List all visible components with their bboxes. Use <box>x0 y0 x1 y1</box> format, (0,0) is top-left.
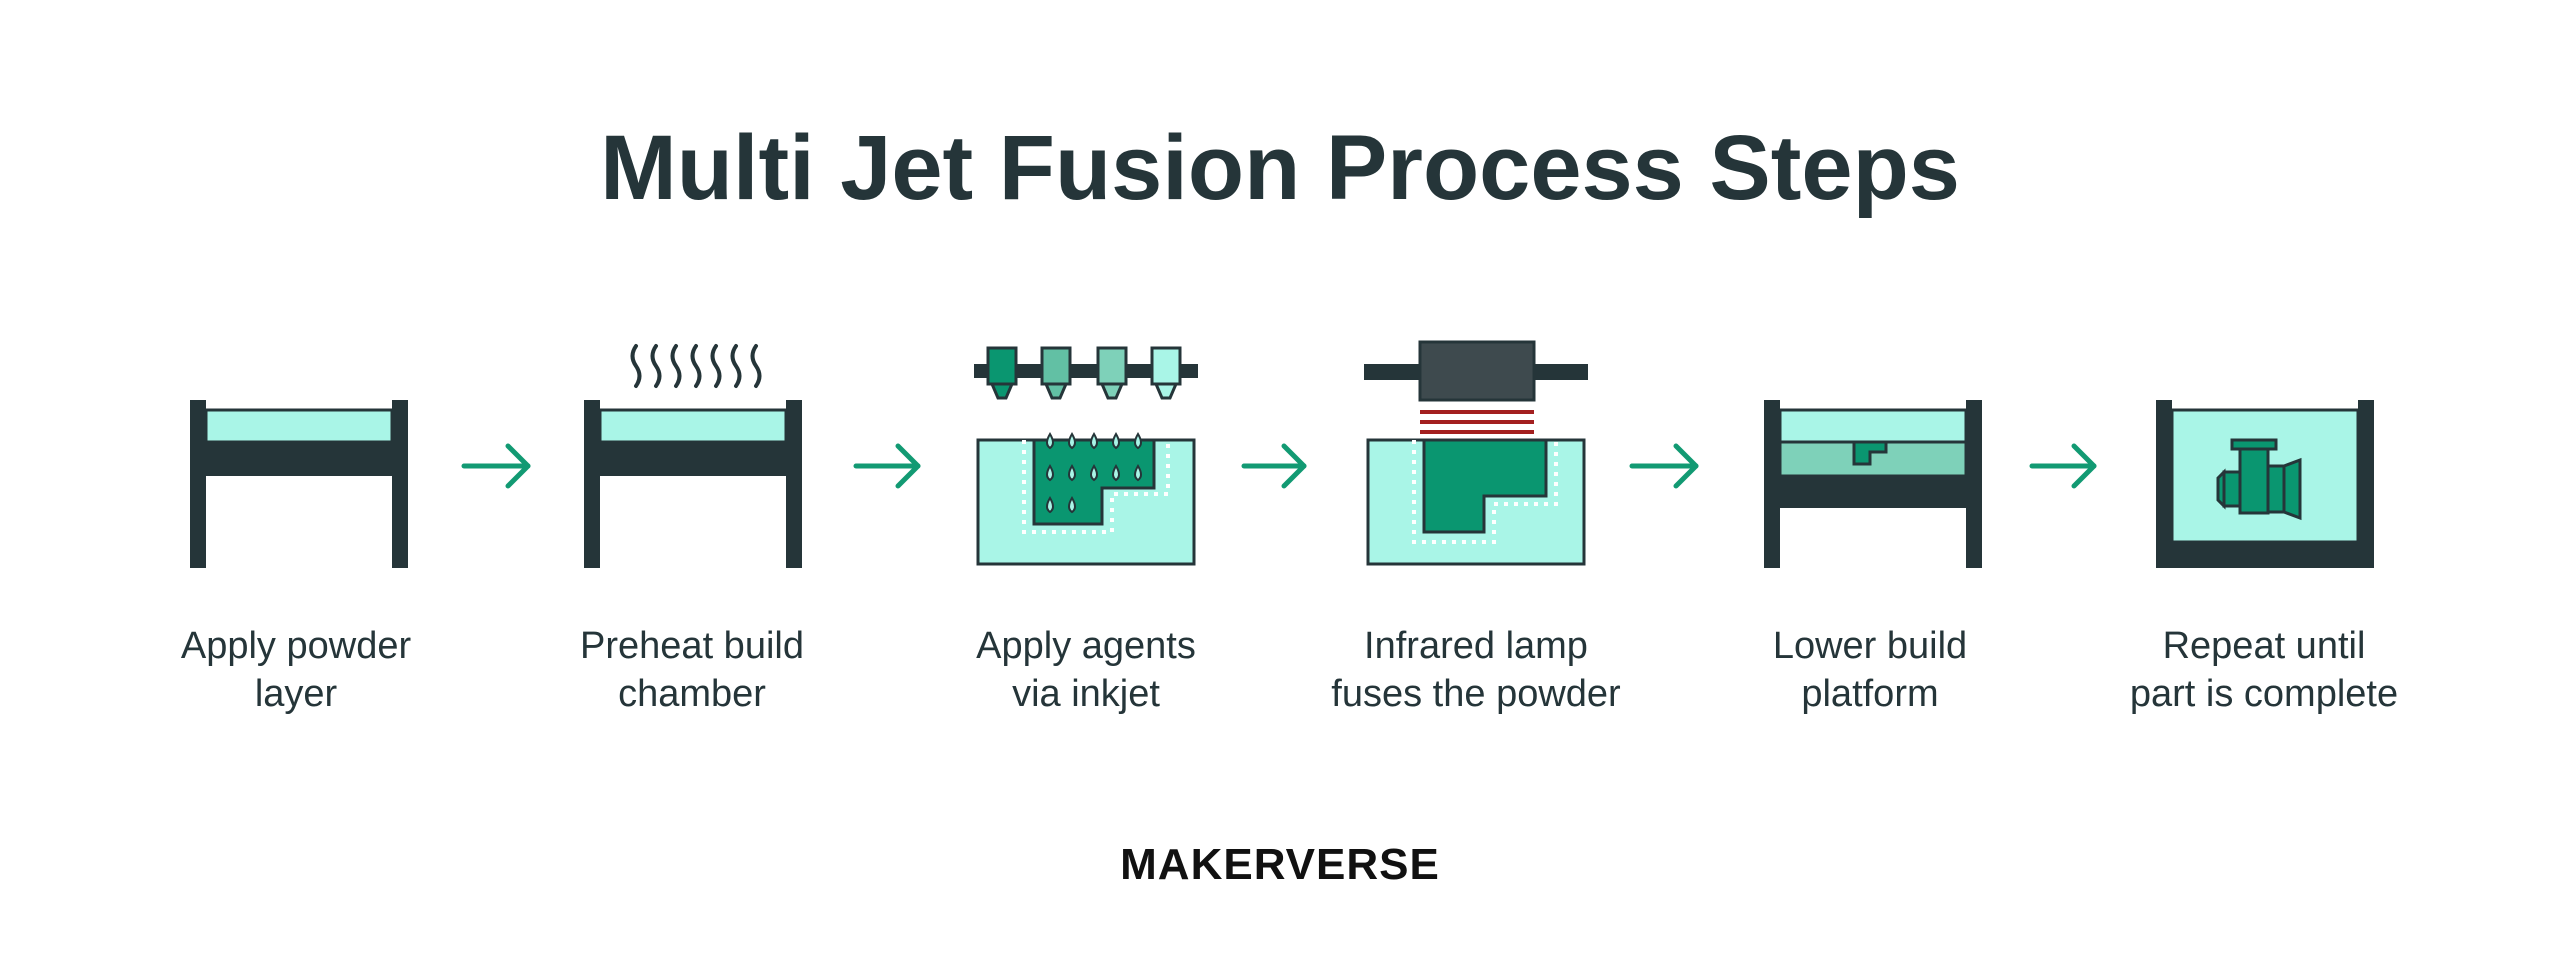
step-label-line: Preheat build <box>580 625 804 667</box>
step-label-line: Repeat until <box>2162 625 2366 667</box>
heated-bed-icon <box>584 344 802 568</box>
step-label-line: Apply powder <box>180 625 412 667</box>
step-label-line: via inkjet <box>1012 673 1160 715</box>
step-label-line: part is complete <box>2129 673 2399 715</box>
arrow-icon <box>1629 443 1699 489</box>
brand-logo: MAKERVERSE <box>1120 840 1440 889</box>
arrow-icon <box>853 443 921 489</box>
step-label-preheat: Preheat build chamber <box>522 622 862 718</box>
arrow-icon <box>1241 443 1307 489</box>
finished-part-icon <box>2156 400 2374 568</box>
step-label-line: Apply agents <box>976 625 1196 667</box>
infrared-lamp-icon <box>1364 340 1588 566</box>
step-label-line: layer <box>254 673 338 715</box>
arrow-icon <box>2029 443 2097 489</box>
step-label-line: platform <box>1801 673 1939 715</box>
inkjet-printhead-icon <box>974 346 1198 566</box>
step-label-line: Lower build <box>1772 625 1968 667</box>
lowered-platform-icon <box>1764 400 1982 568</box>
step-label-line: chamber <box>618 673 766 715</box>
step-label-apply-agents: Apply agents via inkjet <box>916 622 1256 718</box>
step-label-apply-powder: Apply powder layer <box>126 622 466 718</box>
powder-bed-icon <box>190 400 408 568</box>
page-title: Multi Jet Fusion Process Steps <box>600 117 1960 219</box>
step-label-line: Infrared lamp <box>1364 625 1588 667</box>
step-label-repeat: Repeat until part is complete <box>2094 622 2434 718</box>
step-label-line: fuses the powder <box>1331 673 1621 715</box>
step-label-infrared-lamp: Infrared lamp fuses the powder <box>1306 622 1646 718</box>
arrow-icon <box>461 443 531 489</box>
step-label-lower-platform: Lower build platform <box>1700 622 2040 718</box>
